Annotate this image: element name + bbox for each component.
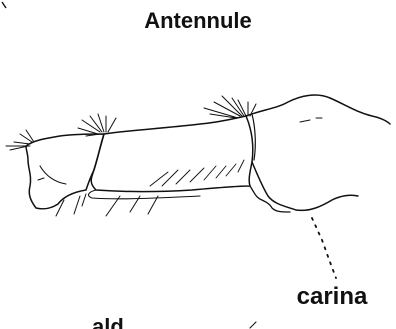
carina-leader-line [312, 218, 336, 278]
segment-3-inner-mark [300, 118, 322, 122]
setae-tuft-left [6, 130, 34, 150]
setae-lower-left [56, 194, 86, 216]
segment-2-setae [150, 160, 244, 186]
segment-3-outline [246, 95, 390, 210]
corner-mark [2, 2, 6, 8]
segment-2-outline [91, 116, 253, 192]
figure-title: Antennule [144, 8, 252, 33]
partial-label-bottom-left: ald [92, 314, 124, 329]
stray-tick [250, 322, 256, 328]
carina-label: carina [297, 283, 368, 310]
segment-1-tick [38, 178, 44, 180]
segment-1-inner-line [40, 166, 66, 184]
setae-tuft-joint-2 [204, 96, 256, 118]
